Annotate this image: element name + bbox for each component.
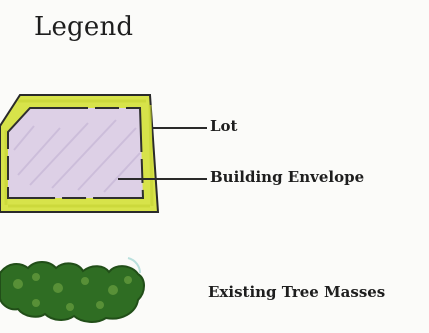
tree-masses-swatch [0,257,145,323]
legend-item-building-envelope-label: Building Envelope [210,168,365,186]
envelope-hatch [13,119,141,193]
lot-texture [4,99,154,208]
building-envelope-swatch [7,107,145,199]
legend-title: Legend [34,12,134,42]
legend-item-lot-label: Lot [210,117,238,135]
legend-item-existing-tree-masses-label: Existing Tree Masses [208,283,386,301]
